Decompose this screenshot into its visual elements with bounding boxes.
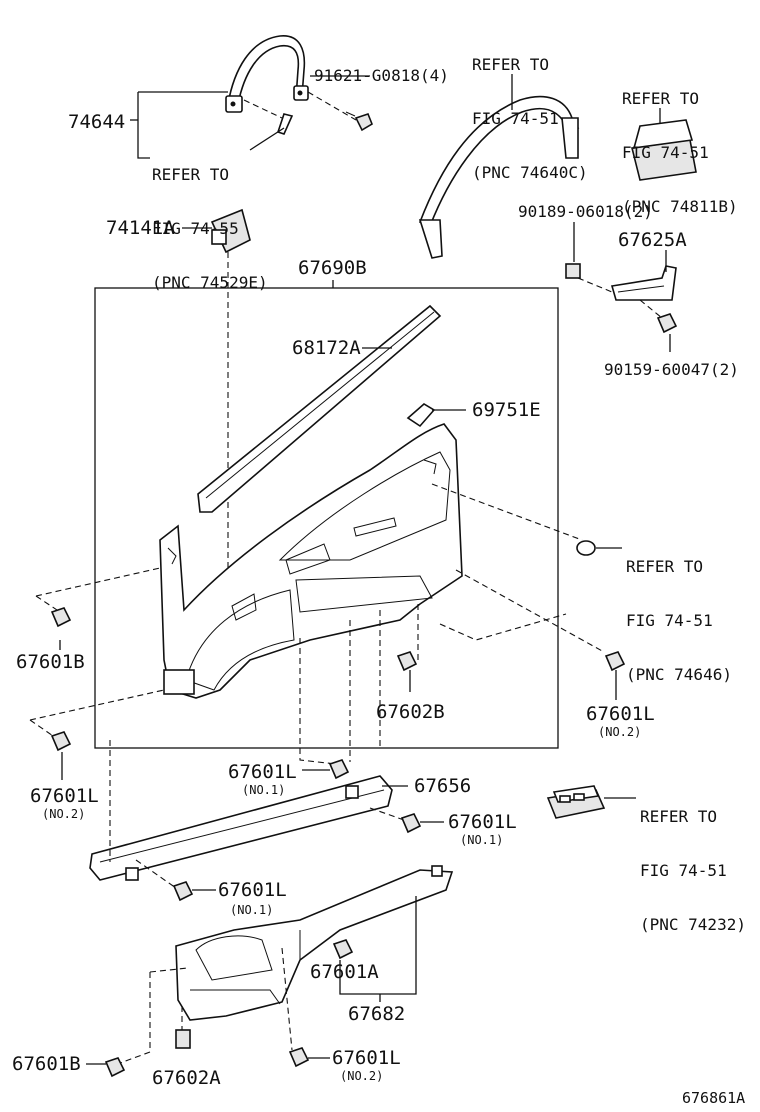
door-trim-panel-part [159, 423, 463, 699]
label-67690B: 67690B [298, 257, 367, 279]
ref-74811B: REFER TO FIG 74-51 (PNC 74811B) [622, 89, 738, 216]
clip-69751E-part [406, 403, 436, 428]
screw-91621-part [345, 111, 373, 132]
note-no1-mid: (NO.1) [460, 833, 504, 847]
note-no2-right: (NO.2) [598, 725, 642, 739]
switch-74232-part [546, 785, 606, 819]
screw-67602B-part [396, 651, 418, 672]
label-67601L-no1-mid: 67601L [448, 811, 517, 833]
label-74141A: 74141A [106, 217, 175, 239]
note-no2-bot: (NO.2) [340, 1069, 384, 1083]
assist-grip-74640C-part [418, 95, 580, 259]
lower-strip-67656-part [89, 775, 393, 881]
weatherstrip-68172A-part [197, 304, 442, 513]
label-67601B-b: 67601B [12, 1053, 81, 1075]
cup-74811B-part [631, 119, 697, 181]
figure-code: 676861A [682, 1089, 746, 1107]
label-67682: 67682 [348, 1003, 406, 1025]
screw-67601B-a-part [50, 607, 72, 628]
label-67601L-no1-low: 67601L [218, 879, 287, 901]
label-91621: 91621-G0818(4) [314, 66, 449, 85]
label-67601L-left: 67601L [30, 785, 99, 807]
screw-67601L-left-part [50, 731, 72, 752]
screw-67601A-part [332, 939, 354, 960]
grab-handle-74644-part [225, 35, 309, 113]
ref-74529E: REFER TO FIG 74-55 (PNC 74529E) [152, 165, 268, 292]
label-68172A: 68172A [292, 337, 361, 359]
clip-90189-part [565, 263, 581, 279]
assembly-box-67690B [94, 287, 559, 749]
label-90159: 90159-60047(2) [604, 360, 739, 379]
label-67625A: 67625A [618, 229, 687, 251]
plug-74646-part [576, 540, 596, 556]
ref-74646: REFER TO FIG 74-51 (PNC 74646) [626, 557, 732, 684]
label-67602B: 67602B [376, 701, 445, 723]
screw-67601L-right-part [604, 651, 626, 672]
screw-67601L-no1-low-part [172, 881, 194, 902]
note-no2-left: (NO.2) [42, 807, 86, 821]
screw-67601L-no1-top-part [328, 759, 350, 780]
clip-67602A-part [175, 1029, 191, 1049]
label-67601L-no1-top: 67601L [228, 761, 297, 783]
label-67601L-right: 67601L [586, 703, 655, 725]
screw-67601L-no1-mid-part [400, 813, 422, 834]
ref-74232: REFER TO FIG 74-51 (PNC 74232) [640, 807, 746, 934]
label-90189: 90189-06018(2) [518, 202, 653, 221]
label-67601A: 67601A [310, 961, 379, 983]
cap-74141A-part [210, 208, 251, 254]
lower-trim-67682-part [175, 865, 454, 1021]
label-74644: 74644 [68, 111, 126, 133]
screw-67601L-no2-bot-part [288, 1047, 310, 1068]
label-67601L-no2-bot: 67601L [332, 1047, 401, 1069]
note-no1-top: (NO.1) [242, 783, 286, 797]
label-67601B-a: 67601B [16, 651, 85, 673]
label-67656: 67656 [414, 775, 472, 797]
ref-74640C: REFER TO FIG 74-51 (PNC 74640C) [472, 55, 588, 182]
screw-67601B-b-part [104, 1057, 126, 1078]
label-67602A: 67602A [152, 1067, 221, 1089]
bracket-67625A-part [610, 265, 677, 301]
note-no1-low: (NO.1) [230, 903, 274, 917]
label-69751E: 69751E [472, 399, 541, 421]
bolt-90159-part [656, 313, 678, 334]
